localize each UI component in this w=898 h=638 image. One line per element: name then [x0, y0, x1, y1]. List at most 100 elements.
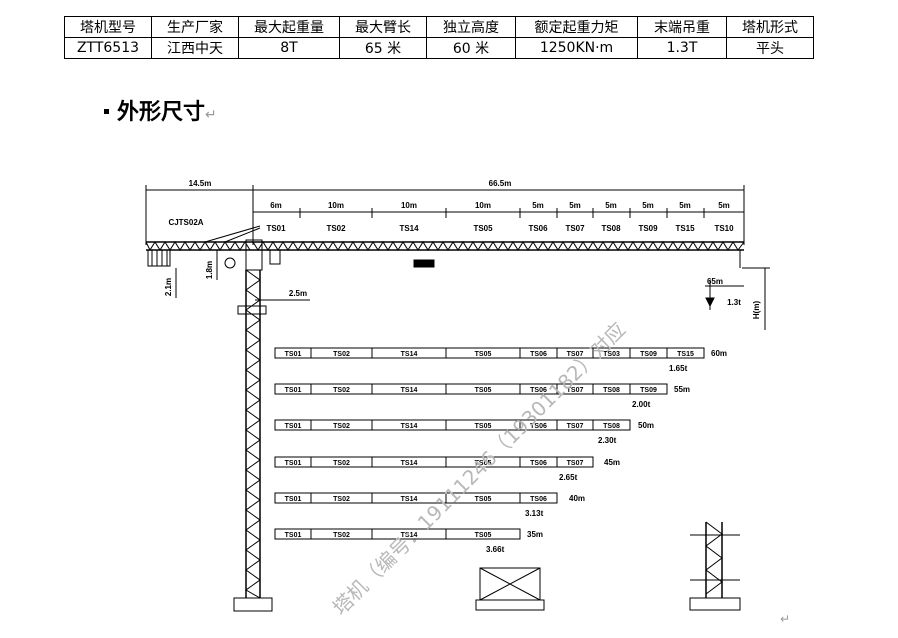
config-section-label: TS09 [640, 351, 657, 358]
config-section-label: TS06 [530, 387, 547, 394]
config-section-label: TS07 [567, 387, 584, 394]
config-section-label: TS02 [333, 387, 350, 394]
segment-length: 5m [569, 201, 581, 210]
height-18-label: 1.8m [205, 261, 214, 279]
jib-config-bar [274, 383, 668, 395]
config-load-label: 1.65t [669, 364, 688, 373]
config-section-label: TS02 [333, 351, 350, 358]
config-section-label: TS07 [567, 423, 584, 430]
jib-config-bar [274, 492, 558, 504]
config-section-label: TS09 [640, 387, 657, 394]
config-section-label: TS01 [285, 496, 302, 503]
config-section-label: TS05 [475, 496, 492, 503]
value-cell: 1250KN·m [515, 37, 638, 59]
config-section-label: TS14 [401, 423, 418, 430]
paragraph-mark: ↵ [205, 107, 217, 123]
value-cell: 江西中天 [151, 37, 239, 59]
config-section-label: TS06 [530, 423, 547, 430]
config-section-label: TS14 [401, 496, 418, 503]
section-heading: 外形尺寸↵ [104, 94, 217, 126]
jib-section-label: TS06 [528, 224, 548, 233]
config-section-label: TS01 [285, 532, 302, 539]
jib-section-label: TS10 [714, 224, 734, 233]
width-label: 2.5m [289, 289, 307, 298]
config-section-label: TS14 [401, 532, 418, 539]
config-section-label: TS14 [401, 351, 418, 358]
segment-length: 5m [605, 201, 617, 210]
config-length-label: 35m [527, 530, 543, 539]
config-section-label: TS07 [567, 460, 584, 467]
header-cell: 额定起重力矩 [515, 16, 638, 38]
segment-length: 5m [718, 201, 730, 210]
segment-length: 10m [475, 201, 491, 210]
segment-length: 5m [642, 201, 654, 210]
config-section-label: TS08 [603, 387, 620, 394]
config-section-label: TS07 [567, 351, 584, 358]
config-load-label: 2.65t [559, 473, 578, 482]
jib-section-label: TS05 [473, 224, 493, 233]
tip-radius-label: 65m [707, 277, 723, 286]
config-load-label: 2.00t [632, 400, 651, 409]
jib-section-label: TS09 [638, 224, 658, 233]
config-section-label: TS15 [677, 351, 694, 358]
jib-config-bar [274, 456, 594, 468]
dim-left-label: 14.5m [189, 179, 212, 188]
config-length-label: 45m [604, 458, 620, 467]
config-section-label: TS14 [401, 387, 418, 394]
value-cell: 1.3T [637, 37, 727, 59]
jib-section-label: TS08 [601, 224, 621, 233]
jib-config-bar [274, 528, 521, 540]
jib-section-label: TS01 [266, 224, 286, 233]
spec-table: 塔机型号 生产厂家 最大起重量 最大臂长 独立高度 额定起重力矩 末端吊重 塔机… [64, 16, 814, 59]
spec-header-row: 塔机型号 生产厂家 最大起重量 最大臂长 独立高度 额定起重力矩 末端吊重 塔机… [64, 16, 814, 38]
config-section-label: TS02 [333, 423, 350, 430]
config-section-label: TS05 [475, 351, 492, 358]
value-cell: 60 米 [426, 37, 516, 59]
config-section-label: TS03 [603, 351, 620, 358]
config-section-label: TS06 [530, 496, 547, 503]
jib-config-row: TS01 TS02 TS14 TS05 TS06 TS07 TS08 TS09 55m 2.00t [274, 383, 690, 409]
config-load-label: 2.30t [598, 436, 617, 445]
spec-value-row: ZTT6513 江西中天 8T 65 米 60 米 1250KN·m 1.3T … [64, 37, 814, 59]
segment-length: 5m [532, 201, 544, 210]
header-cell: 塔机型号 [64, 16, 152, 38]
segment-length: 10m [401, 201, 417, 210]
paragraph-mark: ↵ [780, 612, 791, 626]
dim-total-label: 66.5m [489, 179, 512, 188]
height-axis-label: H(m) [752, 301, 761, 320]
config-section-label: TS01 [285, 351, 302, 358]
config-section-label: TS05 [475, 460, 492, 467]
config-section-label: TS02 [333, 460, 350, 467]
config-section-label: TS02 [333, 532, 350, 539]
jib-config-bar [274, 419, 631, 431]
config-section-label: TS01 [285, 387, 302, 394]
jib-section-label: TS15 [675, 224, 695, 233]
config-section-label: TS14 [401, 460, 418, 467]
jib-config-bar [274, 347, 705, 359]
config-section-label: TS05 [475, 423, 492, 430]
counter-jib-label: CJTS02A [168, 218, 203, 227]
config-section-label: TS02 [333, 496, 350, 503]
jib-section-label: TS14 [399, 224, 419, 233]
header-cell: 独立高度 [426, 16, 516, 38]
config-load-label: 3.13t [525, 509, 544, 518]
segment-length: 10m [328, 201, 344, 210]
tip-load-label: 1.3t [727, 298, 741, 307]
jib-section-label: TS02 [326, 224, 346, 233]
config-section-label: TS01 [285, 423, 302, 430]
segment-length: 5m [679, 201, 691, 210]
config-section-label: TS06 [530, 351, 547, 358]
config-section-label: TS08 [603, 423, 620, 430]
config-length-label: 50m [638, 421, 654, 430]
bullet-icon [104, 108, 109, 114]
config-section-label: TS05 [475, 387, 492, 394]
segment-length: 6m [270, 201, 282, 210]
config-length-label: 55m [674, 385, 690, 394]
jib-config-row: TS01 TS02 TS14 TS05 TS06 TS07 TS03 TS09 TS15 60m 1… [274, 347, 727, 373]
config-length-label: 60m [711, 349, 727, 358]
config-load-label: 3.66t [486, 545, 505, 554]
config-section-label: TS01 [285, 460, 302, 467]
